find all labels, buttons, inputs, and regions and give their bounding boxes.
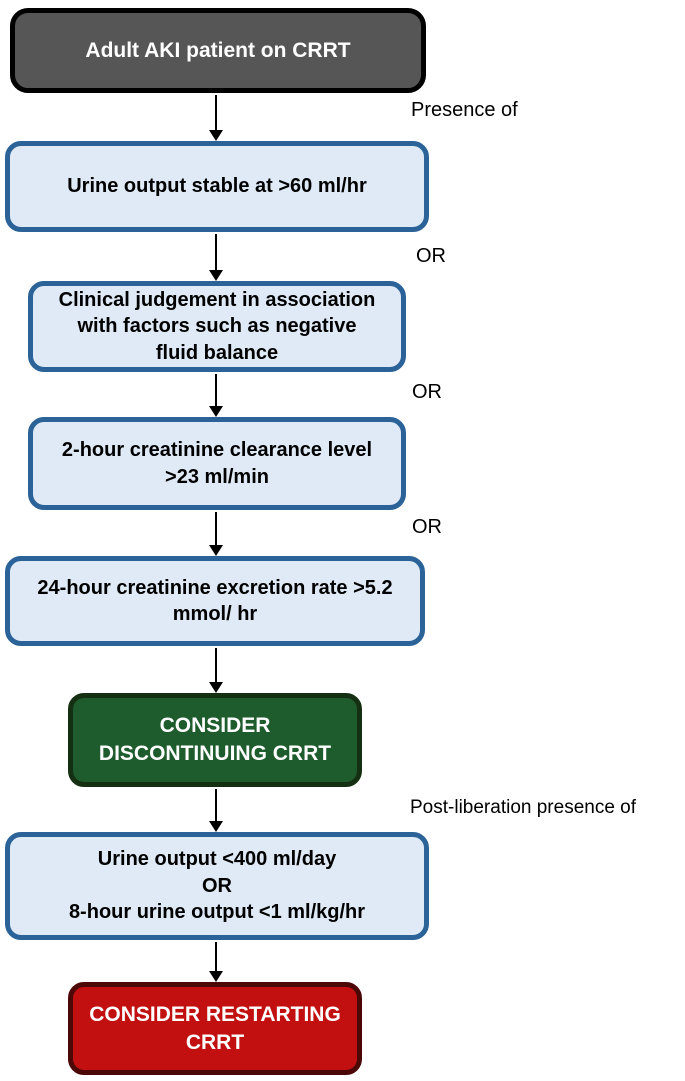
flow-arrow-6 [209, 789, 223, 832]
arrow-shaft [215, 942, 217, 973]
criterion-urine-output-label: Urine output stable at >60 ml/hr [67, 175, 367, 198]
arrow-head-icon [209, 821, 223, 832]
flow-arrow-3 [209, 374, 223, 417]
post-liberation-criteria-node: Urine output <400 ml/day OR 8-hour urine… [5, 832, 429, 940]
flow-arrow-7 [209, 942, 223, 982]
flow-arrow-2 [209, 234, 223, 281]
consider-discontinuing-crrt-label: CONSIDER DISCONTINUING CRRT [98, 714, 332, 765]
flow-arrow-5 [209, 648, 223, 693]
arrow-shaft [215, 512, 217, 547]
flow-arrow-1 [209, 95, 223, 141]
or-label-3: OR [412, 516, 442, 538]
criterion-creatinine-clearance-node: 2-hour creatinine clearance level >23 ml… [28, 417, 406, 510]
consider-discontinuing-crrt-node: CONSIDER DISCONTINUING CRRT [68, 693, 362, 787]
arrow-head-icon [209, 971, 223, 982]
arrow-shaft [215, 95, 217, 132]
consider-restarting-crrt-label: CONSIDER RESTARTING CRRT [89, 1002, 341, 1054]
arrow-shaft [215, 374, 217, 408]
arrow-shaft [215, 234, 217, 272]
arrow-head-icon [209, 545, 223, 556]
criterion-clinical-judgement-label: Clinical judgement in association with f… [58, 288, 376, 364]
arrow-head-icon [209, 682, 223, 693]
start-node-label: Adult AKI patient on CRRT [85, 38, 351, 62]
arrow-shaft [215, 648, 217, 684]
arrow-head-icon [209, 270, 223, 281]
post-liberation-criteria-label: Urine output <400 ml/day OR 8-hour urine… [68, 848, 366, 924]
consider-restarting-crrt-node: CONSIDER RESTARTING CRRT [68, 982, 362, 1075]
criterion-creatinine-clearance-label: 2-hour creatinine clearance level >23 ml… [61, 439, 373, 488]
or-label-1: OR [416, 245, 446, 267]
arrow-head-icon [209, 130, 223, 141]
presence-of-label: Presence of [411, 99, 518, 121]
criterion-clinical-judgement-node: Clinical judgement in association with f… [28, 281, 406, 372]
arrow-head-icon [209, 406, 223, 417]
criterion-creatinine-excretion-node: 24-hour creatinine excretion rate >5.2 m… [5, 556, 425, 646]
criterion-urine-output-node: Urine output stable at >60 ml/hr [5, 141, 429, 232]
criterion-creatinine-excretion-label: 24-hour creatinine excretion rate >5.2 m… [37, 576, 393, 625]
or-label-2: OR [412, 381, 442, 403]
arrow-shaft [215, 789, 217, 823]
start-node-adult-aki-on-crrt: Adult AKI patient on CRRT [10, 8, 426, 93]
post-liberation-presence-label: Post-liberation presence of [410, 797, 637, 818]
flow-arrow-4 [209, 512, 223, 556]
